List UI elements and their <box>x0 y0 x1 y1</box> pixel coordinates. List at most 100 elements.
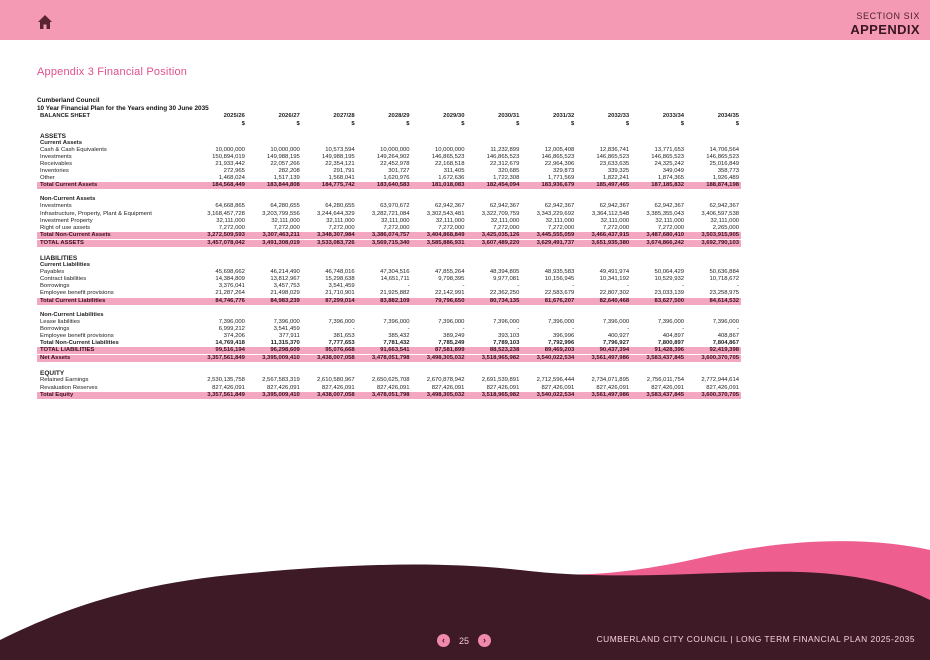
row-value: 3,203,799,556 <box>262 210 300 217</box>
row-value: 183,936,679 <box>521 182 577 190</box>
row-value: 95,076,668 <box>301 347 357 355</box>
row-value: 80,734,135 <box>466 297 522 305</box>
row-value: 10,341,192 <box>599 276 630 283</box>
row-value: 3,541,459 <box>273 325 300 332</box>
row-value: 3,540,022,534 <box>521 354 577 363</box>
row-value: 2,670,878,942 <box>426 377 465 384</box>
row-value: 6,999,212 <box>218 325 245 332</box>
section-heading: Non-Current Liabilities <box>37 312 741 319</box>
row-value: 7,272,000 <box>438 224 465 231</box>
row-value: 10,000,000 <box>215 146 245 153</box>
row-value: 3,376,041 <box>218 283 245 290</box>
row-value: 3,457,078,042 <box>192 238 247 247</box>
row-value: 2,610,580,967 <box>317 377 355 384</box>
row-value: 311,405 <box>443 168 465 175</box>
row-value: 1,568,041 <box>328 175 355 182</box>
row-value: 3,692,790,103 <box>686 238 741 247</box>
row-value: 3,503,915,905 <box>686 231 741 240</box>
row-value: 3,395,009,410 <box>246 354 302 363</box>
row-label: Inventories <box>40 168 69 175</box>
row-value: 3,478,051,798 <box>356 391 412 399</box>
chevron-left-icon[interactable]: ‹ <box>437 634 450 647</box>
row-value: 827,426,091 <box>706 384 739 391</box>
row-value: 9,977,081 <box>493 276 520 283</box>
row-value: - <box>572 283 575 290</box>
row-label: Employee benefit provisions <box>40 332 114 339</box>
row-value: 7,272,000 <box>273 224 300 231</box>
row-value: 14,706,564 <box>709 146 739 153</box>
row-value: 22,057,266 <box>270 160 300 167</box>
row-value: 23,633,635 <box>599 160 630 167</box>
row-value: - <box>407 325 410 332</box>
row-label: Investments <box>40 153 72 160</box>
row-value: 2,691,539,891 <box>481 377 520 384</box>
row-value: 48,394,805 <box>489 269 520 276</box>
row-value: 24,325,242 <box>654 160 685 167</box>
row-value: 2,265,000 <box>712 224 739 231</box>
row-value: 183,640,583 <box>356 182 412 190</box>
section-label-current_liabilities: Current Liabilities <box>40 262 91 269</box>
row-value: 14,651,711 <box>380 276 410 283</box>
row-value: 47,304,516 <box>380 269 410 276</box>
row-value: 7,396,000 <box>438 318 465 325</box>
pagination: ‹ 25 › <box>437 634 492 647</box>
row-value: 83,882,109 <box>356 297 412 305</box>
row-value: 90,437,394 <box>576 347 632 355</box>
currency-symbol: $ <box>680 120 685 127</box>
row-value: 89,469,203 <box>521 347 577 355</box>
row-value: 827,426,091 <box>541 384 575 391</box>
page-title: Appendix 3 Financial Position <box>37 66 188 78</box>
row-value: 9,798,395 <box>438 276 465 283</box>
row-value: 64,280,655 <box>325 203 355 210</box>
row-value: 23,033,139 <box>654 290 685 297</box>
row-value: 7,272,000 <box>602 224 630 231</box>
row-value: 827,426,091 <box>321 384 355 391</box>
row-value: 3,425,035,126 <box>466 231 522 240</box>
row-value: 22,583,679 <box>544 290 575 297</box>
row-label: Net Assets <box>37 354 193 363</box>
row-value: 10,529,932 <box>654 276 685 283</box>
currency-symbol: $ <box>516 120 520 127</box>
row-value: 7,396,000 <box>548 318 575 325</box>
row-value: 32,111,000 <box>216 217 245 224</box>
row-value: 21,710,901 <box>325 290 355 297</box>
row-value: 349,049 <box>662 168 685 175</box>
row-value: 32,111,000 <box>326 217 355 224</box>
row-value: 62,942,367 <box>434 203 465 210</box>
row-value: 827,426,091 <box>431 384 465 391</box>
row-value: 88,523,238 <box>466 347 522 355</box>
row-value: 81,676,207 <box>521 297 577 305</box>
row-value: 393,103 <box>498 332 520 339</box>
row-label: Infrastructure, Property, Plant & Equipm… <box>40 210 152 217</box>
row-value: 91,663,541 <box>356 347 412 355</box>
row-value: 10,156,945 <box>544 276 575 283</box>
row-label: TOTAL ASSETS <box>37 238 193 247</box>
row-value: 62,942,367 <box>709 203 739 210</box>
row-label: Other <box>40 175 55 182</box>
section-number: SECTION SIX <box>856 11 920 21</box>
row-value: 146,865,523 <box>541 153 575 160</box>
row-value: 84,983,239 <box>246 297 302 305</box>
row-value: 3,357,561,849 <box>192 391 247 399</box>
home-icon[interactable] <box>37 14 53 30</box>
section-label-assets: ASSETS <box>40 132 67 140</box>
row-value: 3,498,305,032 <box>411 391 467 399</box>
row-value: 32,111,000 <box>545 217 575 224</box>
currency-symbol: $ <box>406 120 410 127</box>
row-value: 64,668,865 <box>215 203 245 210</box>
chevron-right-icon[interactable]: › <box>478 634 492 647</box>
row-value: 32,111,000 <box>490 217 520 224</box>
row-value: 50,064,429 <box>654 269 685 276</box>
row-value: 374,206 <box>223 332 245 339</box>
row-value: 10,000,000 <box>434 146 465 153</box>
row-value: 3,385,355,043 <box>646 210 685 217</box>
row-value: 7,396,000 <box>657 318 685 325</box>
row-value: 87,581,899 <box>411 347 467 355</box>
row-value: - <box>627 325 630 332</box>
row-value: 400,927 <box>607 332 630 339</box>
currency-spacer <box>37 121 192 128</box>
